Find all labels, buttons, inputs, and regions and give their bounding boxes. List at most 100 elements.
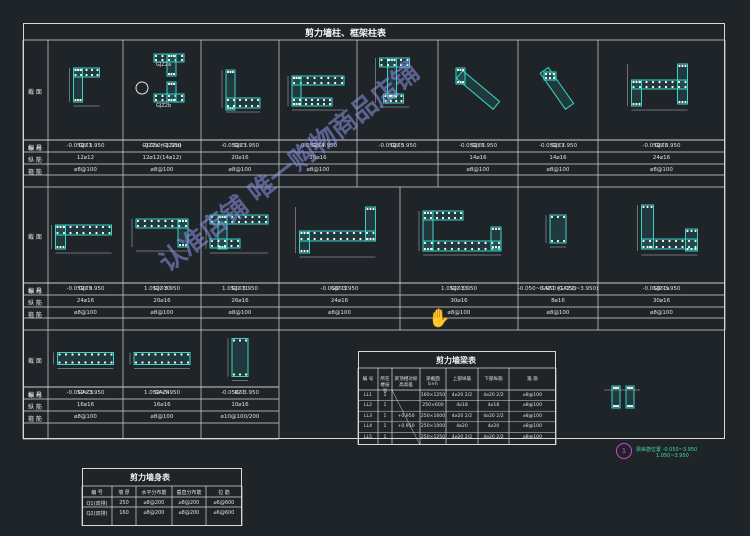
rebar-cage xyxy=(55,224,66,250)
rebar-dot xyxy=(141,353,144,356)
rebar-dot xyxy=(223,239,227,243)
rebar-dot xyxy=(173,361,177,364)
rebar-dot xyxy=(231,70,235,74)
row-label-section: 截 面 xyxy=(28,89,42,96)
rebar-dot xyxy=(181,219,185,223)
rebar-dot xyxy=(327,76,330,80)
rebar-dot xyxy=(310,98,314,102)
rebar-dot xyxy=(552,72,556,76)
cell-id: GJZ8 xyxy=(654,143,669,149)
rebar-dot xyxy=(616,386,620,390)
cell-id: GAZ1 (GAZ2) xyxy=(539,286,577,292)
rebar-dot xyxy=(352,237,355,241)
wall-header-cell: 拉 筋 xyxy=(218,490,230,496)
row-label-long: 纵 筋 xyxy=(28,300,42,307)
rebar-cage xyxy=(225,69,236,111)
rebar-dot xyxy=(491,227,495,231)
rebar-dot xyxy=(232,373,236,376)
cell-stir: ⌀8@100 xyxy=(150,167,174,173)
rebar-dot xyxy=(76,68,80,72)
rebar-dot xyxy=(612,404,616,408)
rebar-dot xyxy=(399,63,403,67)
section-marker: 1 xyxy=(616,443,632,459)
rebar-dot xyxy=(645,85,648,89)
rebar-dot xyxy=(110,361,113,364)
cell-long: 20⌀16 xyxy=(153,298,171,304)
rebar-dot xyxy=(69,225,72,229)
beam-cell: 4⌀18 xyxy=(487,403,500,409)
rebar-dot xyxy=(395,94,398,98)
rebar-dot xyxy=(470,241,474,245)
rebar-dot xyxy=(429,211,433,215)
rebar-dot xyxy=(313,237,316,241)
rebar-dot xyxy=(642,245,645,249)
rebar-dot xyxy=(150,219,153,223)
rebar-dot xyxy=(655,239,658,243)
rebar-dot xyxy=(134,361,138,364)
rebar-dot xyxy=(172,98,176,102)
rebar-dot xyxy=(484,247,487,251)
rebar-dot xyxy=(430,247,433,251)
rebar-dot xyxy=(461,80,465,84)
rebar-dot xyxy=(69,231,72,235)
rebar-dot xyxy=(550,215,554,219)
rebar-dot xyxy=(75,231,79,235)
rebar-dot xyxy=(292,98,296,102)
rebar-dot xyxy=(79,73,83,77)
rebar-dot xyxy=(484,241,487,245)
rebar-dot xyxy=(684,64,687,68)
rebar-dot xyxy=(690,229,693,233)
rebar-dot xyxy=(677,80,681,84)
cell-long: 30⌀16 xyxy=(450,298,468,304)
rebar-dot xyxy=(143,219,146,223)
rebar-dot xyxy=(59,245,62,249)
rebar-dot xyxy=(550,239,554,243)
rebar-dot xyxy=(556,239,560,243)
cell-elev: 1.050~3.950 xyxy=(143,390,181,396)
row-label-id: 编 号 xyxy=(28,288,42,295)
rebar-dot xyxy=(372,237,375,241)
rebar-dot xyxy=(108,231,111,235)
rebar-dot xyxy=(154,353,157,356)
rebar-dot xyxy=(694,239,697,243)
diagonal-rule xyxy=(391,389,421,446)
rebar-dot xyxy=(170,54,173,58)
cell-elev: 1.050~3.950 xyxy=(221,286,259,292)
rebar-dot xyxy=(635,102,638,106)
rebar-dot xyxy=(406,58,409,62)
rebar-dot xyxy=(210,239,214,243)
rebar-dot xyxy=(244,339,248,342)
rebar-dot xyxy=(184,224,188,228)
rebar-dot xyxy=(664,85,668,89)
rebar-dot xyxy=(136,224,140,228)
rebar-dot xyxy=(108,225,111,229)
rebar-dot xyxy=(173,353,177,356)
rebar-dot xyxy=(64,361,68,364)
beam-header-cell: 梁顶相对标高高差 xyxy=(394,377,418,388)
rebar-dot xyxy=(178,224,181,228)
rebar-dot xyxy=(178,243,182,247)
rebar-dot xyxy=(110,353,113,356)
rebar-dot xyxy=(226,98,230,102)
rebar-cage xyxy=(455,67,466,85)
rebar-dot xyxy=(651,85,655,89)
rebar-dot xyxy=(650,205,653,209)
rebar-dot xyxy=(456,80,460,84)
rebar-dot xyxy=(167,58,171,62)
rebar-dot xyxy=(250,104,254,108)
wall-schedule-table xyxy=(82,468,242,526)
rebar-cage xyxy=(209,238,241,249)
rebar-dot xyxy=(346,237,349,241)
rebar-dot xyxy=(380,58,383,62)
row-label-section: 截 面 xyxy=(28,357,42,365)
rebar-dot xyxy=(238,373,242,376)
cell-stir: ⌀8@100 xyxy=(650,167,673,173)
cell-stir: ⌀8@100 xyxy=(150,310,174,316)
side-note-line2: 1.050~3.950 xyxy=(656,453,689,459)
cell-id: GJZ1a xyxy=(653,286,670,292)
rebar-dot xyxy=(339,237,342,241)
wall-header-cell: 垂直分布筋 xyxy=(176,490,202,496)
rebar-dot xyxy=(59,225,62,229)
row-label-id: 编 号 xyxy=(28,145,42,152)
beam-cell: +0.950 xyxy=(397,413,415,419)
